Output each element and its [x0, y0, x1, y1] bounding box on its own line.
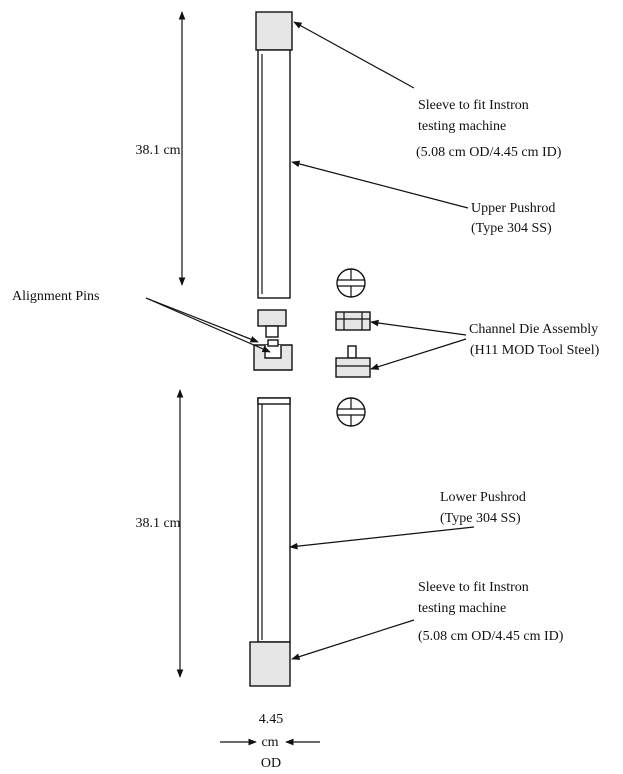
- label-channel-die: Channel Die Assembly (H11 MOD Tool Steel…: [469, 322, 600, 358]
- label-alignment-pins: Alignment Pins: [12, 289, 100, 304]
- lower-length-label: 38.1 cm: [135, 516, 180, 531]
- leader-arrows: [145, 21, 475, 660]
- svg-text:(H11 MOD Tool Steel): (H11 MOD Tool Steel): [470, 343, 600, 358]
- od-value: 4.45: [259, 712, 284, 727]
- svg-text:Alignment Pins: Alignment Pins: [12, 289, 100, 304]
- upper-length-label: 38.1 cm: [135, 143, 180, 158]
- svg-text:testing machine: testing machine: [418, 601, 506, 616]
- od-suffix: OD: [261, 756, 281, 771]
- svg-text:(5.08 cm OD/4.45 cm ID): (5.08 cm OD/4.45 cm ID): [416, 145, 562, 160]
- svg-text:Sleeve to fit Instron: Sleeve to fit Instron: [418, 580, 529, 595]
- od-unit: cm: [261, 735, 278, 750]
- svg-text:(Type 304 SS): (Type 304 SS): [471, 221, 552, 236]
- svg-text:Lower Pushrod: Lower Pushrod: [440, 490, 526, 505]
- die-top-view-lower: [336, 397, 366, 427]
- lower-length-dimension: 38.1 cm: [135, 389, 184, 678]
- label-sleeve-top: Sleeve to fit Instron testing machine (5…: [416, 98, 562, 160]
- svg-text:Channel Die Assembly: Channel Die Assembly: [469, 322, 598, 337]
- lower-sleeve: [249, 641, 291, 687]
- od-dimension: 4.45 cm OD: [220, 712, 320, 771]
- upper-die-block: [257, 309, 287, 338]
- label-sleeve-bottom: Sleeve to fit Instron testing machine (5…: [418, 580, 564, 644]
- lower-die-block: [253, 339, 293, 371]
- svg-text:testing machine: testing machine: [418, 119, 506, 134]
- svg-text:(5.08 cm OD/4.45 cm ID): (5.08 cm OD/4.45 cm ID): [418, 629, 564, 644]
- label-lower-pushrod: Lower Pushrod (Type 304 SS): [440, 490, 526, 526]
- die-side-view-lower: [335, 345, 371, 378]
- svg-text:Upper Pushrod: Upper Pushrod: [471, 201, 555, 216]
- upper-pushrod: [257, 49, 291, 299]
- upper-length-dimension: 38.1 cm: [135, 11, 186, 286]
- die-side-view-upper: [335, 311, 371, 331]
- svg-text:Sleeve to fit Instron: Sleeve to fit Instron: [418, 98, 529, 113]
- upper-sleeve: [255, 11, 293, 51]
- label-upper-pushrod: Upper Pushrod (Type 304 SS): [471, 201, 555, 236]
- die-top-view-upper: [336, 268, 366, 298]
- svg-text:(Type 304 SS): (Type 304 SS): [440, 511, 521, 526]
- lower-pushrod: [257, 397, 291, 643]
